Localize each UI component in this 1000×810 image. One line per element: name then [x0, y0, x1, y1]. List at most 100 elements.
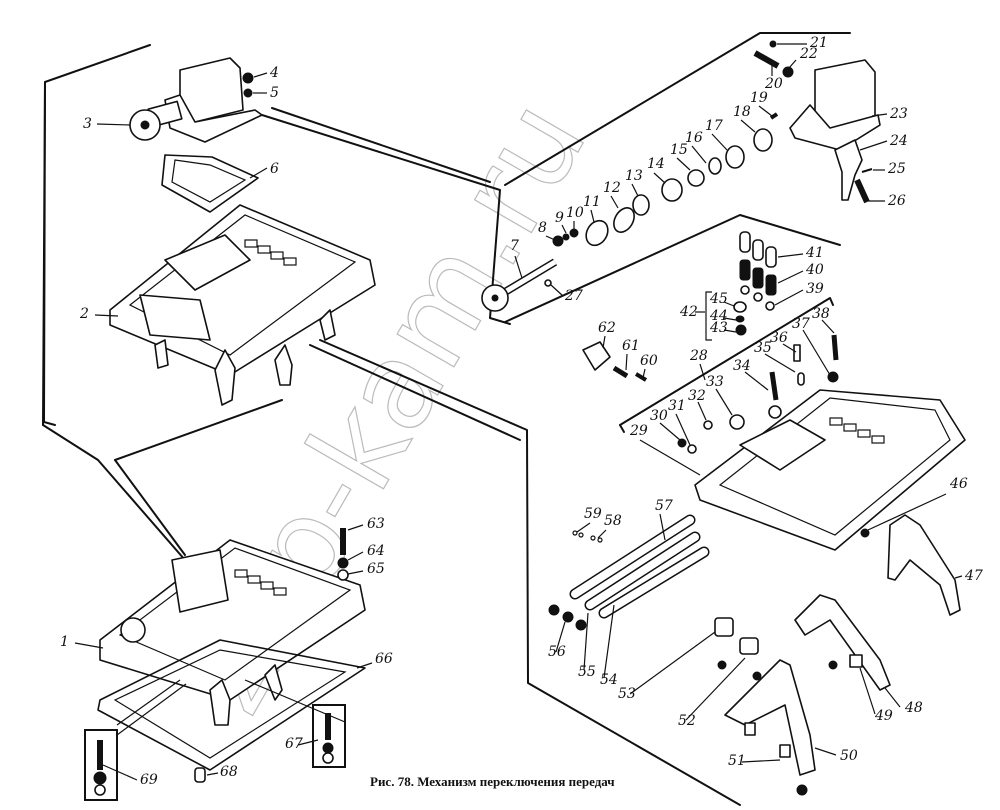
callout-label: 28 — [689, 348, 708, 364]
callout-label: 29 — [629, 423, 648, 439]
callout-31: 31 — [668, 398, 691, 446]
detent-parts-39-41 — [739, 231, 777, 311]
callout-44: 44 — [709, 308, 737, 324]
callout-label: 8 — [538, 220, 547, 236]
callout-leader — [206, 772, 219, 776]
callout-53: 53 — [618, 631, 716, 702]
callout-leader — [782, 343, 797, 353]
fork-part-50 — [724, 659, 816, 776]
callout-33: 33 — [706, 374, 733, 416]
plug-assembly-42 — [705, 291, 747, 341]
callout-46: 46 — [867, 476, 968, 531]
callout-label: 19 — [750, 90, 768, 106]
callout-label: 15 — [670, 142, 688, 158]
callout-label: 53 — [618, 686, 636, 702]
callout-label: 63 — [367, 516, 385, 532]
washer-part-25 — [861, 168, 873, 173]
callout-label: 61 — [622, 338, 640, 354]
callout-11: 11 — [583, 194, 601, 223]
callout-leader — [777, 270, 804, 284]
callout-leader — [774, 289, 804, 306]
callout-leader — [954, 575, 963, 579]
callout-label: 56 — [548, 644, 566, 660]
callout-23: 23 — [871, 106, 908, 122]
callout-leader — [597, 529, 607, 539]
callout-leader — [576, 522, 591, 533]
callout-label: 51 — [728, 753, 746, 769]
callout-label: 16 — [685, 130, 703, 146]
pin-part-21 — [769, 40, 777, 48]
callout-leader — [884, 687, 901, 708]
callout-27: 27 — [550, 284, 583, 304]
callout-leader — [514, 255, 523, 279]
plugs-part-56 — [548, 604, 587, 631]
pin-part-19 — [769, 112, 779, 120]
top-cover-assembly-part-3 — [129, 57, 263, 143]
callout-label: 26 — [887, 193, 906, 209]
callout-leader — [802, 329, 831, 376]
callout-42: 42 — [679, 304, 705, 320]
callout-label: 36 — [770, 330, 788, 346]
callout-leader — [356, 662, 373, 669]
callout-leader — [675, 413, 691, 446]
callout-59: 59 — [576, 506, 602, 533]
fork-part-47 — [887, 514, 961, 616]
callout-leader — [642, 368, 646, 379]
callout-leader — [685, 657, 746, 721]
callout-label: 57 — [655, 498, 673, 514]
callout-37: 37 — [792, 316, 831, 376]
callout-5: 5 — [253, 85, 279, 101]
callout-32: 32 — [688, 388, 707, 421]
callout-47: 47 — [954, 568, 983, 584]
callout-leader — [583, 612, 589, 671]
callout-39: 39 — [774, 281, 824, 306]
callout-label: 40 — [805, 262, 824, 278]
bolt-inset-67 — [312, 704, 346, 768]
callout-leader — [625, 353, 628, 371]
callout-label: 22 — [799, 46, 818, 62]
callout-leader — [699, 363, 706, 381]
bolt-inset-69 — [84, 679, 187, 801]
bushings-parts-8-18 — [552, 128, 773, 247]
housing-part-28 — [694, 389, 966, 551]
callout-leader — [867, 493, 947, 531]
callout-leader — [94, 314, 119, 317]
callout-label: 42 — [679, 304, 698, 320]
callout-leader — [740, 119, 756, 133]
callout-label: 46 — [949, 476, 968, 492]
callout-label: 2 — [79, 306, 89, 322]
callout-25: 25 — [873, 161, 906, 177]
callout-label: 35 — [754, 340, 772, 356]
callout-leader — [249, 167, 268, 179]
washer-part-64 — [337, 557, 349, 569]
plug-part-4 — [242, 72, 254, 84]
callout-61: 61 — [622, 338, 640, 371]
callout-17: 17 — [705, 118, 728, 151]
callout-label: 17 — [705, 118, 723, 134]
callout-63: 63 — [347, 516, 385, 532]
callout-label: 54 — [600, 672, 618, 688]
callout-41: 41 — [777, 245, 824, 261]
rods-parts-54-57 — [569, 514, 710, 619]
callout-leader — [697, 401, 707, 421]
callout-66: 66 — [356, 651, 393, 669]
block-part-51 — [744, 722, 791, 758]
gasket-part-6 — [161, 154, 259, 213]
callout-label: 58 — [604, 513, 622, 529]
callout-label: 7 — [510, 238, 519, 254]
callout-label: 38 — [812, 306, 830, 322]
callout-label: 68 — [220, 764, 238, 780]
screws-misc — [717, 660, 838, 796]
bolt-part-20 — [753, 50, 780, 69]
callout-leader — [297, 739, 319, 746]
callout-label: 50 — [840, 748, 858, 764]
callout-label: 43 — [709, 320, 728, 336]
callout-label: 4 — [269, 65, 279, 81]
callout-label: 6 — [270, 161, 279, 177]
callout-leader — [590, 209, 595, 223]
callout-leader — [723, 317, 737, 321]
callout-leader — [253, 72, 268, 78]
callout-label: 34 — [733, 358, 751, 374]
callout-label: 64 — [367, 543, 385, 559]
callout-leader — [96, 123, 131, 126]
